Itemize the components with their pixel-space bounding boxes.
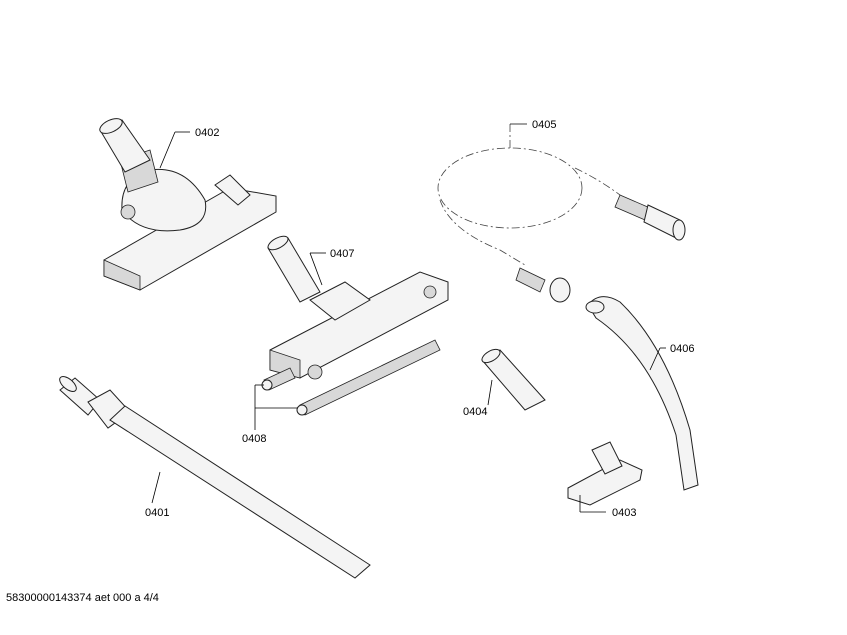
label-0403: 0403 xyxy=(612,507,636,519)
leader-line xyxy=(159,131,176,169)
leader-line xyxy=(649,347,661,371)
label-0406: 0406 xyxy=(670,343,694,355)
leader-line xyxy=(309,252,323,286)
label-0408: 0408 xyxy=(242,433,266,445)
label-0401: 0401 xyxy=(145,507,169,519)
label-0405: 0405 xyxy=(532,119,556,131)
document-footer-code: 58300000143374 aet 000 a 4/4 xyxy=(6,592,159,604)
part-0402-floor-nozzle[interactable] xyxy=(98,115,277,291)
label-0404: 0404 xyxy=(463,406,487,418)
leader-line xyxy=(151,471,161,504)
part-0403-upholstery-nozzle[interactable] xyxy=(567,441,643,506)
label-0402: 0402 xyxy=(195,127,219,139)
label-0407: 0407 xyxy=(330,248,354,260)
part-0404-crevice-nozzle[interactable] xyxy=(480,347,546,411)
leader-line xyxy=(487,379,493,406)
part-0405-suction-hose[interactable] xyxy=(437,147,686,303)
part-0407-turbo-nozzle[interactable] xyxy=(266,233,449,380)
part-0408-brush-roller[interactable] xyxy=(261,339,441,416)
part-0406-hose-handle[interactable] xyxy=(585,296,699,491)
part-0401-extension-tube[interactable] xyxy=(57,374,371,579)
